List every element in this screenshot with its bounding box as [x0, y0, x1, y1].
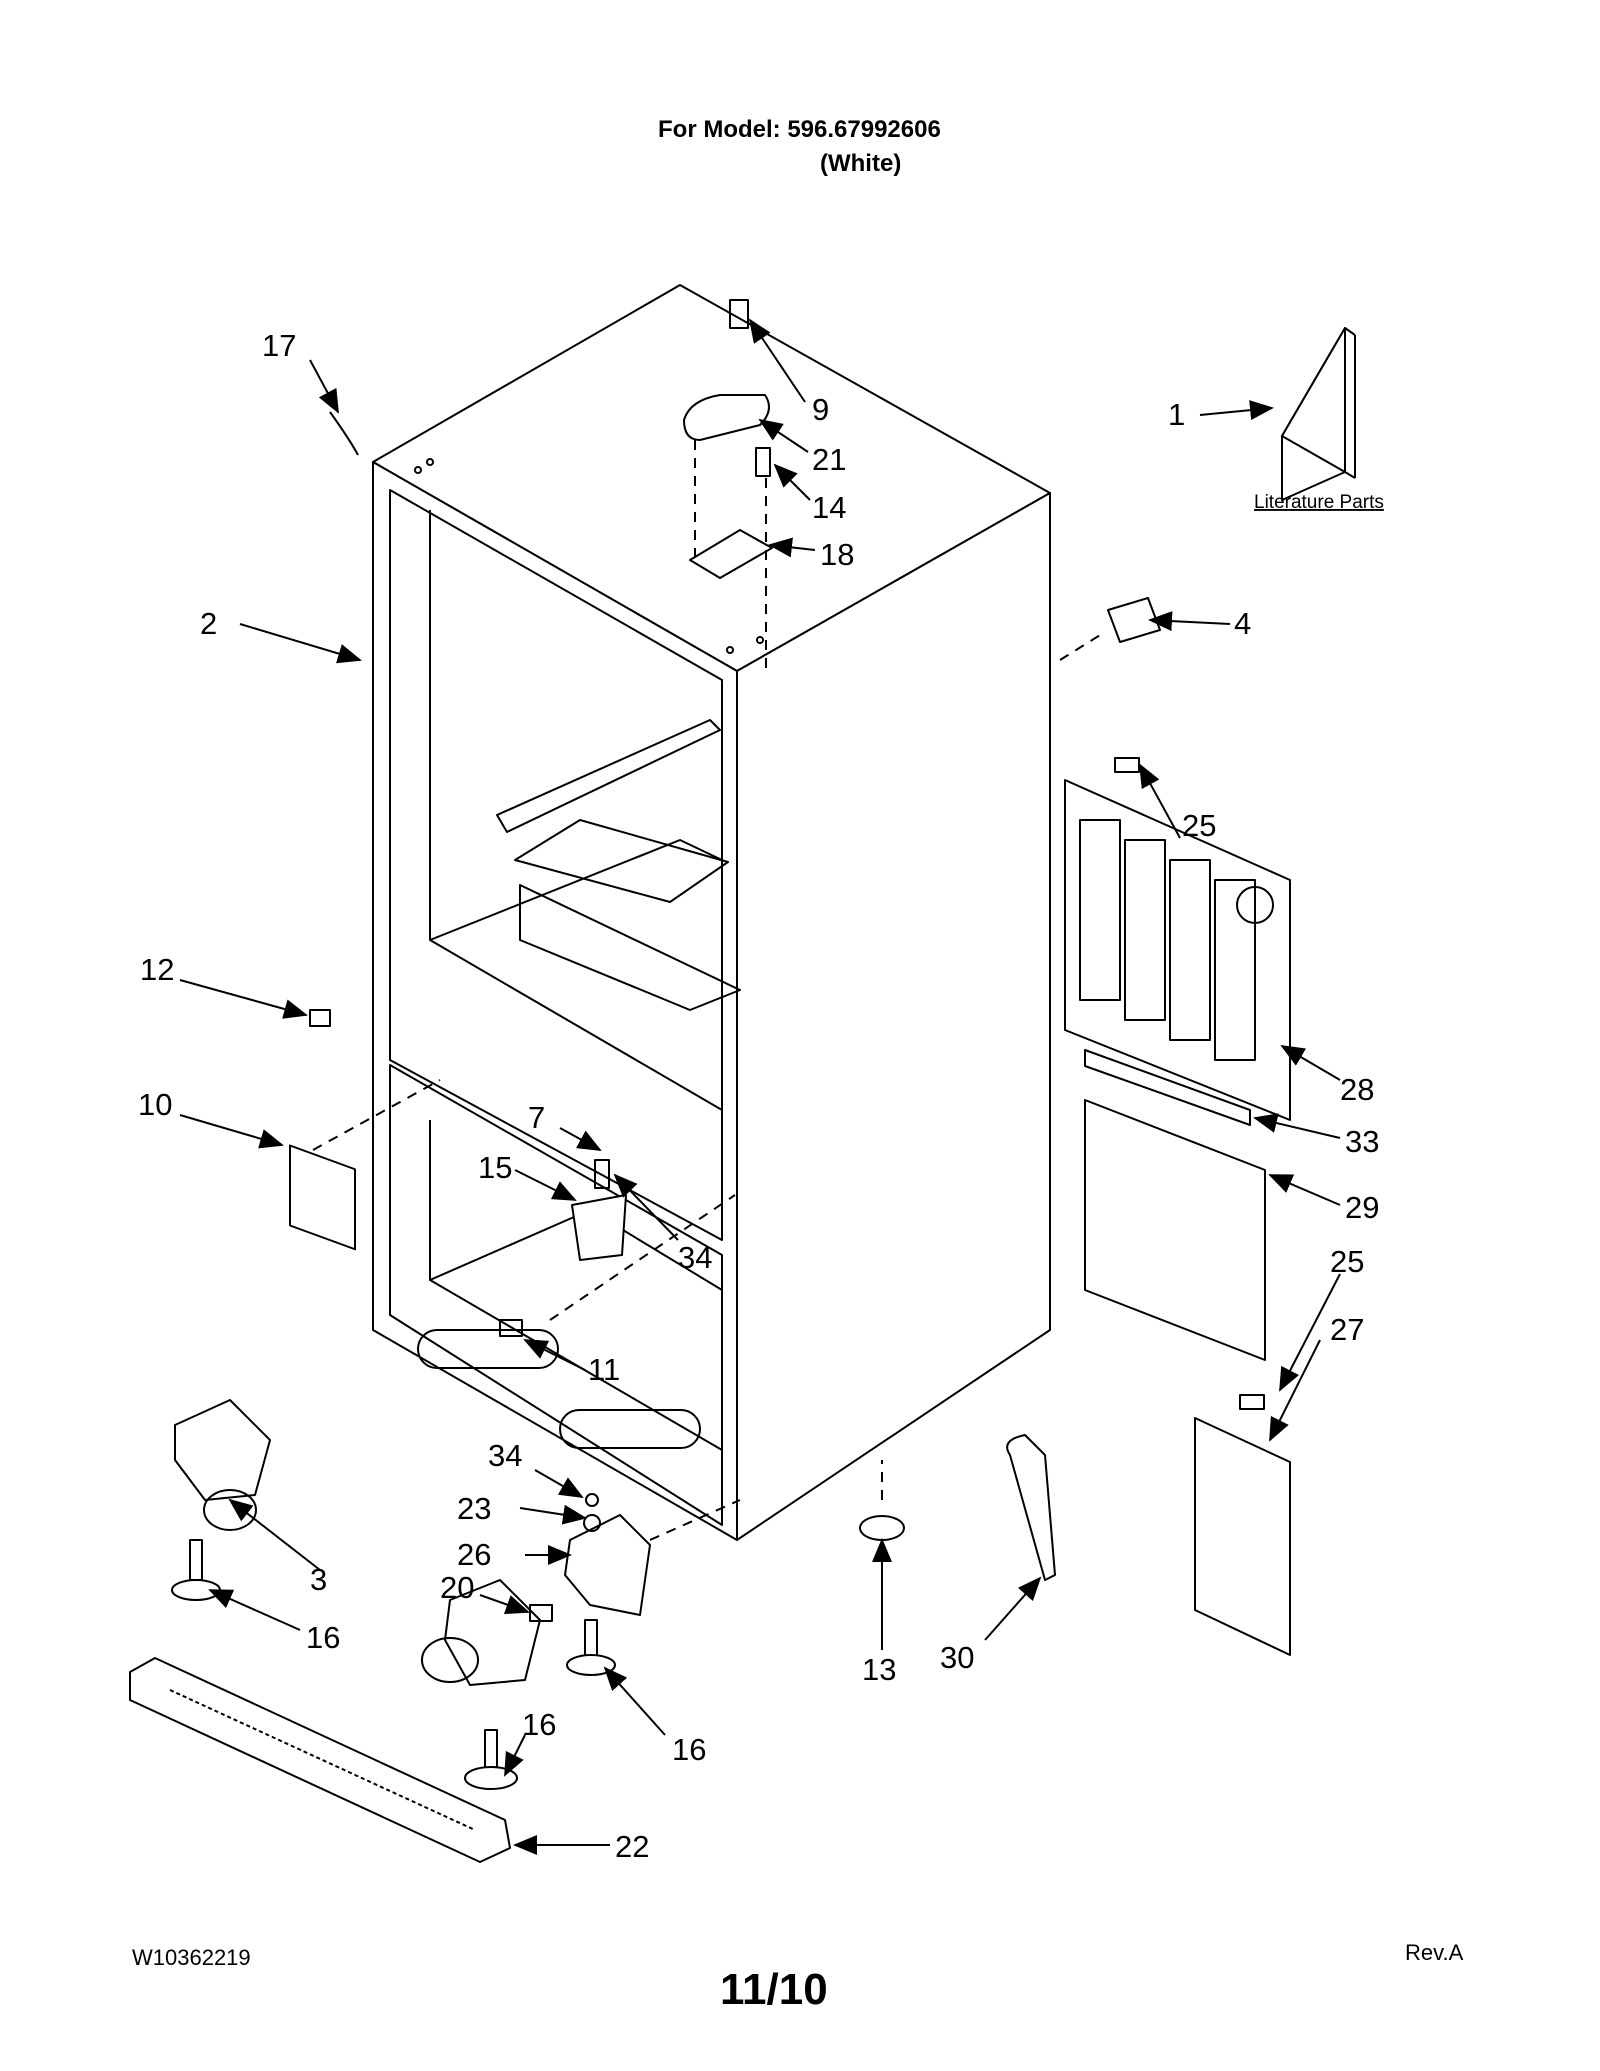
- callout-17: 17: [262, 328, 296, 363]
- roller-left: [171, 1399, 271, 1601]
- literature-parts-label: Literature Parts: [1254, 492, 1384, 513]
- callout-16-left: 16: [306, 1620, 340, 1655]
- literature-booklet: [1281, 327, 1356, 501]
- callout-26: 26: [457, 1537, 491, 1572]
- insulation-panel: [1084, 1099, 1266, 1361]
- callout-15: 15: [478, 1150, 512, 1185]
- callout-16-right: 16: [672, 1732, 706, 1767]
- callout-28: 28: [1340, 1072, 1374, 1107]
- callout-23: 23: [457, 1491, 491, 1526]
- lower-rear-panel: [1194, 1417, 1291, 1656]
- callout-2: 2: [200, 606, 217, 641]
- callout-12: 12: [140, 952, 174, 987]
- callout-29: 29: [1345, 1190, 1379, 1225]
- callout-10: 10: [138, 1087, 172, 1122]
- callout-20: 20: [440, 1570, 474, 1605]
- callout-9: 9: [812, 392, 829, 427]
- callout-3: 3: [310, 1562, 327, 1597]
- top-hinge-assembly: [683, 299, 773, 670]
- leveling-bracket: [564, 1514, 651, 1616]
- callout-34-upper: 34: [678, 1240, 712, 1275]
- callout-30: 30: [940, 1640, 974, 1675]
- bumper-pad: [859, 1515, 905, 1541]
- roller-right: [421, 1579, 541, 1790]
- callout-25-upper: 25: [1182, 808, 1216, 843]
- callout-4: 4: [1234, 606, 1251, 641]
- document-part-number: W10362219: [132, 1945, 251, 1970]
- callout-18: 18: [820, 537, 854, 572]
- callout-27: 27: [1330, 1312, 1364, 1347]
- callout-33: 33: [1345, 1124, 1379, 1159]
- callout-13: 13: [862, 1652, 896, 1687]
- callout-11: 11: [588, 1352, 620, 1387]
- model-color: (White): [820, 150, 902, 177]
- model-title: For Model: 596.67992606: [658, 116, 941, 143]
- kick-plate-grille: [129, 1657, 511, 1863]
- refrigerator-cabinet: [372, 284, 1051, 1541]
- rear-access-panel: [1064, 779, 1291, 1121]
- callout-1: 1: [1168, 397, 1185, 432]
- callout-22: 22: [615, 1829, 649, 1864]
- wrench-tool: [1006, 1434, 1056, 1581]
- icemaker-cover: [289, 1144, 356, 1251]
- callout-16-center: 16: [522, 1707, 556, 1742]
- panel-strip: [1084, 1049, 1251, 1126]
- callout-7: 7: [528, 1100, 545, 1135]
- callout-34-lower: 34: [488, 1438, 522, 1473]
- document-date: 11/10: [720, 1965, 828, 2014]
- callout-14: 14: [812, 490, 846, 525]
- callout-25-lower: 25: [1330, 1244, 1364, 1279]
- document-revision: Rev.A: [1405, 1940, 1464, 1965]
- callout-21: 21: [812, 442, 846, 477]
